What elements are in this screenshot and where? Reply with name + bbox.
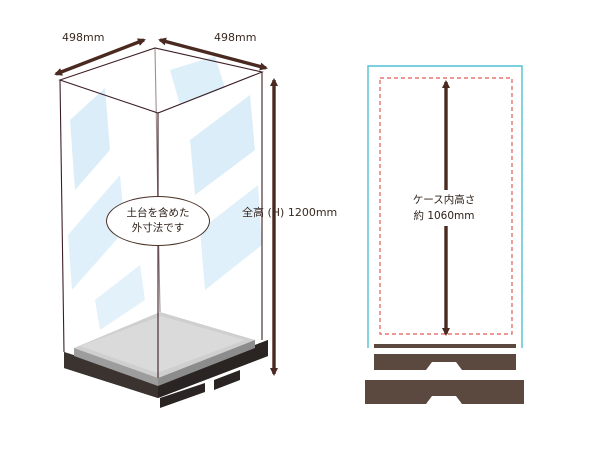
glass-case-3d [58, 47, 268, 408]
base-stand [365, 380, 524, 404]
inner-height-label: ケース内高さ 約 1060mm [384, 190, 504, 226]
width-side-arrow [158, 37, 268, 71]
inner-space-outline [379, 77, 513, 335]
width-front-arrow [54, 38, 146, 76]
inner-tray [374, 354, 516, 370]
total-height-label: 全高 (H) 1200mm [242, 206, 338, 219]
section-diagram [365, 65, 524, 404]
inner-height-line-2: 約 1060mm [413, 210, 475, 222]
note-line-1: 土台を含めた [126, 207, 190, 219]
case-outline [367, 65, 523, 348]
width-front-label: 498mm [62, 31, 105, 44]
case-base [64, 312, 268, 408]
note-line-2: 外寸法です [131, 222, 185, 234]
glass-reflections [68, 56, 262, 330]
inner-plate [374, 344, 516, 348]
inner-height-line-1: ケース内高さ [412, 194, 476, 206]
width-side-label: 498mm [214, 31, 257, 44]
dimension-arrows [54, 37, 278, 376]
note-bubble: 土台を含めた 外寸法です [106, 196, 210, 246]
